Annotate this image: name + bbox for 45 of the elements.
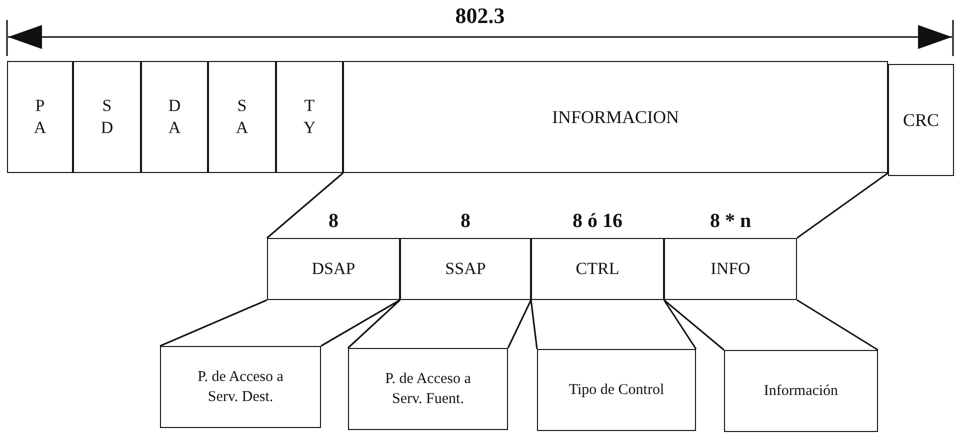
bit-count: 8 * n [708,209,752,233]
connector-line [347,299,401,349]
connector-line [266,172,344,239]
connector-line [530,300,538,350]
field-box [73,61,141,173]
field-label: Información [764,382,838,401]
bit-count: 8 [328,209,340,233]
dimension-label: 802.3 [454,2,506,30]
field-label: S D [100,95,114,139]
field-box [537,349,696,431]
connector-line [507,300,532,348]
field-box [7,61,73,173]
field-box [664,238,797,300]
field-box [141,61,208,173]
field-box [267,238,400,300]
field-label: INFO [710,258,750,280]
field-label: S A [235,95,249,139]
bit-count: 8 [460,209,472,233]
field-label: CTRL [576,258,620,280]
connector-line [663,299,725,351]
field-box [400,238,531,300]
connector-line [796,299,878,351]
field-box [888,64,954,176]
connector-line [796,172,888,239]
field-label: SSAP [445,258,486,280]
field-label: P. de Acceso a Serv. Dest. [196,368,284,407]
field-label: T Y [302,95,316,139]
field-label: DSAP [312,258,356,280]
field-label: CRC [902,108,940,132]
field-label: P. de Acceso a Serv. Fuent. [384,370,472,409]
bit-count: 8 ó 16 [572,209,624,233]
connector-line [320,299,400,347]
field-box [160,346,321,428]
field-box [724,350,878,432]
connector-line [160,299,268,347]
field-box [343,61,888,173]
field-label: P A [33,95,47,139]
field-box [348,348,508,430]
connector-line [663,300,697,350]
field-label: Tipo de Control [568,381,664,400]
field-box [276,61,343,173]
field-label: INFORMACION [552,106,679,128]
field-label: D A [168,95,182,139]
field-box [208,61,276,173]
field-box [531,238,664,300]
